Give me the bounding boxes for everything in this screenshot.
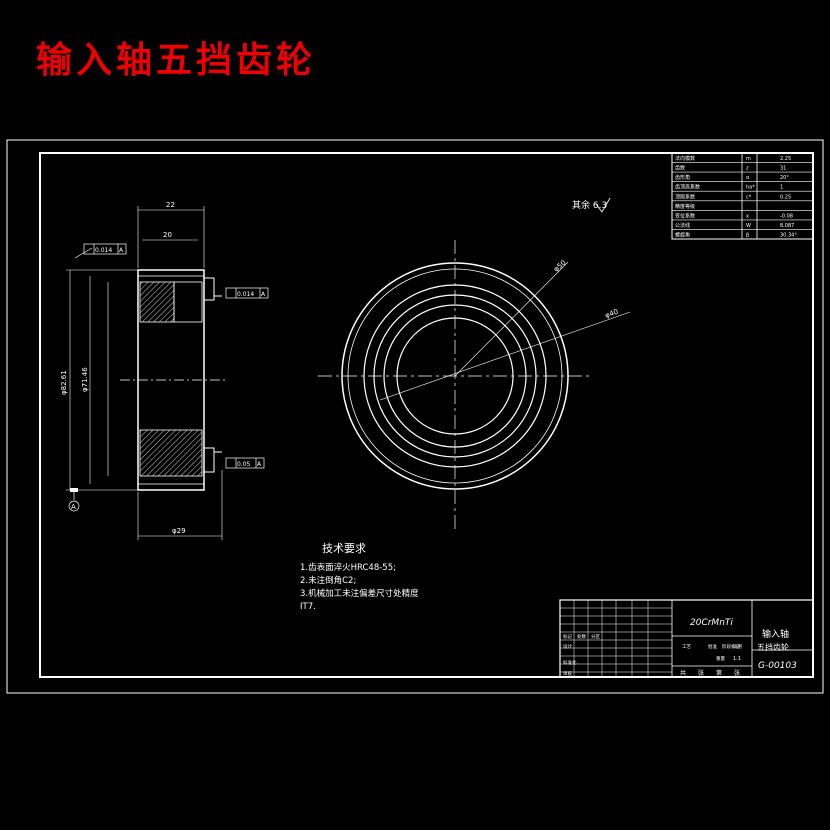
param-label: 变位系数: [675, 212, 695, 219]
svg-text:共: 共: [680, 669, 686, 677]
param-label: 齿顶高系数: [675, 184, 700, 191]
svg-text:张: 张: [698, 669, 704, 677]
param-sym: c*: [746, 194, 752, 200]
drawing-border: [39, 152, 814, 678]
tolerance-frame-3: 0.05 A: [225, 457, 265, 469]
dim-width-inner: 20: [163, 231, 172, 239]
dim-width-top: 22: [166, 201, 175, 209]
dim-id: φ71.46: [81, 367, 89, 392]
param-val: 8.087: [780, 223, 794, 229]
tech-heading: 技术要求: [322, 542, 366, 555]
drawing-number: G-00103: [758, 661, 797, 671]
param-val: 0.25: [780, 194, 791, 200]
datum-symbol: A: [68, 488, 80, 512]
svg-text:A: A: [119, 247, 124, 254]
title-block-label: 重量: [716, 655, 725, 662]
dim-od: φ82.61: [60, 370, 68, 395]
dim-d1: φ50: [552, 259, 568, 274]
param-sym: z: [746, 166, 749, 172]
param-label: 法向模数: [675, 155, 695, 162]
param-label: 公法线: [675, 222, 690, 229]
param-val: -0.08: [780, 213, 793, 219]
tech-item: 3.机械加工未注偏差尺寸处精度: [300, 588, 419, 599]
dim-width-bottom: φ29: [172, 527, 186, 535]
material: 20CrMnTi: [690, 618, 733, 628]
param-sym: α: [746, 175, 750, 181]
param-sym: β: [746, 233, 749, 239]
param-sym: W: [746, 223, 751, 229]
title-block-label: 比例: [733, 643, 742, 650]
title-block-label: 工艺: [682, 644, 691, 650]
scale: 1:1: [733, 656, 741, 662]
dim-d2: φ40: [604, 308, 619, 320]
param-label: 螺旋角: [675, 232, 690, 239]
param-val: 30.34°: [780, 233, 797, 239]
outer-frame: [6, 139, 824, 694]
title-block-label: 标准化: [563, 659, 577, 666]
title-block-label: 设计: [563, 643, 572, 650]
title-block-label: 审核: [563, 670, 572, 677]
tech-requirements: 技术要求 1.齿表面淬火HRC48-55; 2.未注倒角C2; 3.机械加工未注…: [300, 542, 419, 612]
tech-item: 2.未注倒角C2;: [300, 575, 356, 586]
svg-text:0.014: 0.014: [237, 291, 254, 298]
svg-text:第: 第: [716, 669, 722, 677]
svg-text:A: A: [71, 503, 76, 511]
front-view: φ50 φ40: [318, 240, 631, 530]
roughness-text: 其余 6.3: [572, 199, 607, 211]
param-val: 1: [780, 185, 783, 191]
param-val: 20°: [780, 175, 789, 181]
param-sym: ha*: [746, 185, 755, 191]
svg-text:A: A: [257, 461, 262, 468]
svg-text:0.05: 0.05: [237, 461, 251, 468]
tech-item: 1.齿表面淬火HRC48-55;: [300, 562, 396, 573]
part-name-line1: 输入轴: [762, 628, 789, 640]
hatch-bottom: [139, 429, 203, 477]
param-label: 顶隙系数: [675, 193, 695, 200]
title-block-label: 阶段标记: [722, 643, 740, 650]
param-val: 2.25: [780, 156, 791, 162]
hatch-top: [139, 281, 175, 323]
param-val: 31: [780, 166, 786, 172]
param-label: 齿数: [675, 165, 685, 172]
param-label: 精度等级: [675, 203, 695, 210]
param-sym: x: [746, 213, 749, 219]
part-name-line2: 五挡齿轮: [757, 642, 789, 652]
section-view: 22 20 φ29 φ82.61 φ71.46 0.014 A 0.014: [60, 201, 269, 540]
svg-text:张: 张: [734, 669, 740, 677]
parameter-table: 法向模数 m 2.25 齿数 z 31 齿形角 α 20° 齿顶高系数 ha* 1 顶隙系数 c* 0.25…: [671, 152, 814, 240]
tech-item: IT7.: [300, 602, 316, 612]
title-block: 标记处数分区设计标准化审核 工艺 批准阶段标记重量 比例 20CrMnTi 输入轴 五…: [559, 599, 814, 678]
tolerance-frame-1: 0.014 A: [74, 243, 127, 259]
svg-text:A: A: [261, 291, 266, 298]
param-sym: m: [746, 156, 751, 162]
tolerance-frame-2: 0.014 A: [225, 287, 269, 299]
svg-text:0.014: 0.014: [95, 247, 112, 254]
title-block-label: 处数: [577, 633, 586, 640]
title-block-label: 分区: [591, 633, 600, 640]
title-block-label: 批准: [708, 643, 717, 650]
title-block-label: 标记: [563, 633, 572, 640]
roughness-note: 其余 6.3: [572, 197, 611, 213]
param-label: 齿形角: [675, 174, 690, 181]
page-title: 输入轴五挡齿轮: [36, 39, 317, 81]
